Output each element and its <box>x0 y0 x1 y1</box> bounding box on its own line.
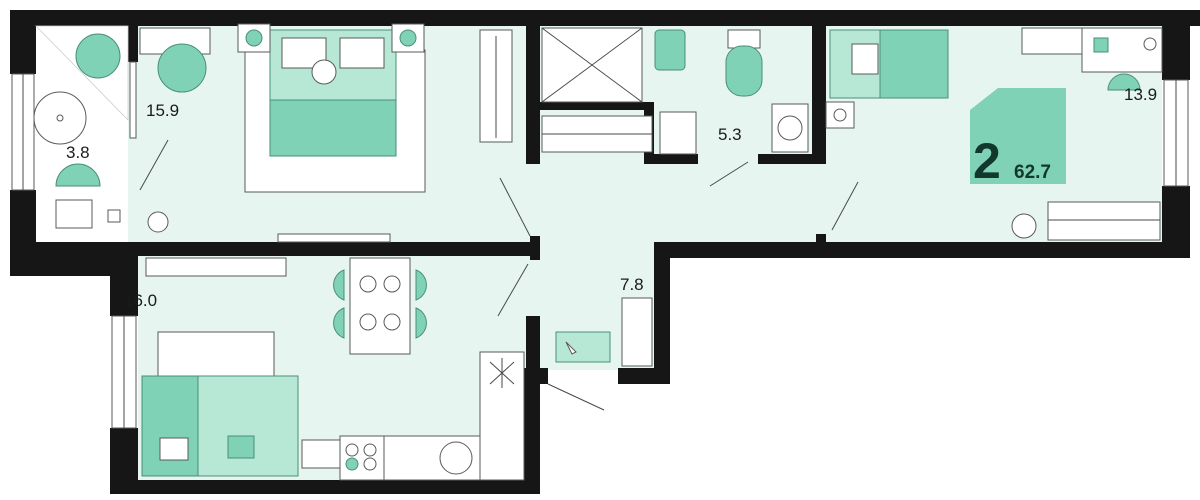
bathroom-fixtures <box>541 27 809 187</box>
toilet <box>725 45 763 97</box>
area-child-room: 13.9 <box>1124 85 1157 104</box>
rooms-count: 2 <box>973 133 1001 189</box>
balcony-furniture <box>33 25 129 229</box>
sink <box>659 111 697 155</box>
area-badge: 2 62.7 <box>970 88 1066 189</box>
stove <box>339 435 385 481</box>
balcony-door <box>129 61 137 139</box>
badge-background <box>970 88 1066 184</box>
dining-table <box>349 257 411 355</box>
total-area: 62.7 <box>1014 162 1051 183</box>
child-room-furniture <box>825 27 1163 241</box>
child-wardrobe <box>1047 201 1161 241</box>
walls <box>10 10 1200 494</box>
area-bathroom: 5.3 <box>718 125 742 144</box>
area-labels: 3.8 15.9 5.3 13.9 16.0 7.8 <box>66 85 1157 310</box>
area-balcony: 3.8 <box>66 143 90 162</box>
hallway-floor <box>528 160 828 242</box>
area-hallway: 7.8 <box>620 275 644 294</box>
bedroom-furniture <box>139 23 513 243</box>
kitchen-furniture <box>141 257 529 481</box>
toilet-tank <box>727 29 761 49</box>
windows <box>11 61 1189 429</box>
kitchen-sink <box>439 441 473 475</box>
hallway-fixtures <box>499 177 653 411</box>
area-kitchen-living: 16.0 <box>124 291 157 310</box>
balcony-chair-top <box>75 33 121 79</box>
balcony-chair-bottom <box>55 163 101 187</box>
area-bedroom: 15.9 <box>146 101 179 120</box>
